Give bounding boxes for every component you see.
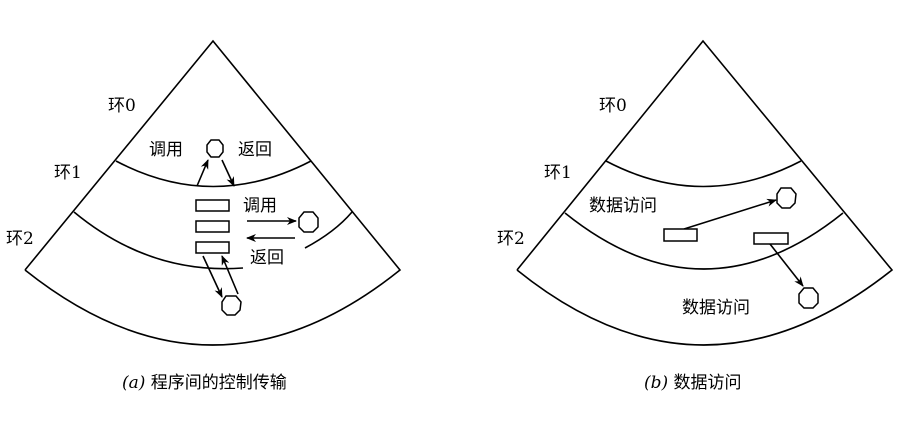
ring1-label: 环1 bbox=[544, 163, 572, 183]
caption-text: 数据访问 bbox=[668, 373, 741, 393]
left-diagram: 环0 环1 环2 调用 返回 调用 返回 (a) 程序间的控制传输 bbox=[6, 39, 402, 393]
ring1-label: 环1 bbox=[54, 163, 82, 183]
procedure-box bbox=[663, 228, 698, 242]
return-label: 返回 bbox=[238, 140, 272, 160]
procedure-box bbox=[195, 220, 230, 233]
data-access-arrow bbox=[769, 243, 804, 287]
ring2-data-icon bbox=[798, 287, 819, 309]
ring2-label: 环2 bbox=[497, 229, 525, 249]
ring0-label: 环0 bbox=[108, 96, 136, 116]
ring2-boundary bbox=[564, 212, 844, 270]
ring1-procedure-icon bbox=[298, 211, 319, 233]
right-diagram: 环0 环1 环2 数据访问 数据访问 (b) 数据访问 bbox=[497, 39, 894, 393]
caption: (b) 数据访问 bbox=[644, 373, 742, 393]
data-access-arrow bbox=[683, 198, 777, 230]
call-arrow-down bbox=[202, 255, 223, 298]
caption: (a) 程序间的控制传输 bbox=[122, 373, 287, 393]
ring2-label: 环2 bbox=[6, 229, 34, 249]
ring1-boundary bbox=[115, 160, 312, 188]
procedure-box bbox=[753, 232, 789, 245]
ring0-procedure-icon bbox=[206, 139, 224, 158]
ring0-label: 环0 bbox=[599, 96, 627, 116]
procedure-box bbox=[195, 241, 230, 254]
return-label: 返回 bbox=[250, 248, 284, 268]
caption-tag: (a) bbox=[122, 373, 145, 393]
sector-outline bbox=[516, 39, 894, 346]
call-label: 调用 bbox=[243, 196, 277, 216]
data-access-label: 数据访问 bbox=[589, 196, 657, 216]
caption-tag: (b) bbox=[644, 373, 668, 393]
ring1-data-icon bbox=[776, 187, 797, 209]
procedure-box bbox=[195, 199, 230, 212]
call-arrow-up bbox=[196, 159, 209, 187]
data-access-label: 数据访问 bbox=[682, 298, 750, 318]
ring2-boundary-right bbox=[304, 211, 353, 249]
return-arrow-up bbox=[221, 255, 239, 295]
sector-outline bbox=[24, 39, 402, 346]
ring2-boundary bbox=[73, 211, 244, 270]
caption-text: 程序间的控制传输 bbox=[145, 373, 286, 393]
ring2-procedure-icon bbox=[221, 295, 242, 316]
return-arrow-down bbox=[221, 159, 235, 187]
call-label: 调用 bbox=[149, 140, 183, 160]
ring1-boundary bbox=[605, 160, 802, 188]
